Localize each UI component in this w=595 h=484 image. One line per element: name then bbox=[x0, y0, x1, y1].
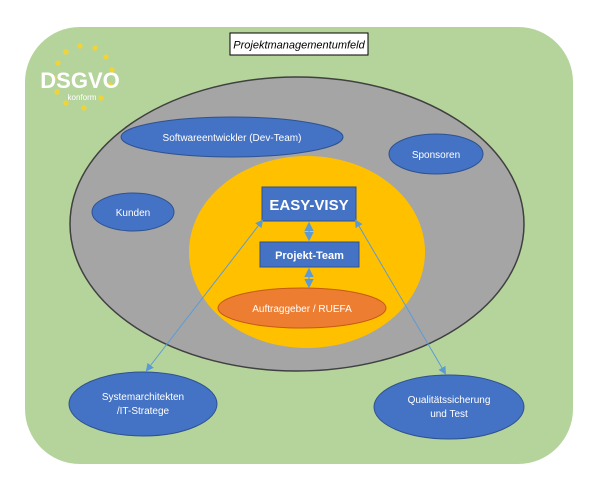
kunden-label: Kunden bbox=[116, 208, 150, 219]
badge-main-text: DSGVO bbox=[40, 68, 119, 93]
qualitaetssicherung-label-line2: und Test bbox=[430, 409, 468, 420]
qualitaetssicherung-node bbox=[373, 374, 525, 440]
connector-easyvisy-systemarchitekten bbox=[145, 219, 264, 372]
dev-team-label: Softwareentwickler (Dev-Team) bbox=[163, 133, 302, 144]
systemarchitekten-label-line1: Systemarchitekten bbox=[102, 392, 184, 403]
auftraggeber-label: Auftraggeber / RUEFA bbox=[252, 304, 352, 315]
title-box bbox=[229, 32, 369, 56]
badge-sub-text: konform bbox=[68, 93, 97, 102]
connector-easyvisy-qualitaetssicherung bbox=[354, 219, 447, 375]
sponsoren-node bbox=[388, 133, 484, 175]
easy-visy-node bbox=[261, 186, 357, 222]
qualitaetssicherung-label-line1: Qualitätssicherung bbox=[408, 395, 491, 406]
systemarchitekten-label-line2: /IT-Stratege bbox=[117, 406, 170, 417]
sponsoren-label: Sponsoren bbox=[412, 150, 460, 161]
systemarchitekten-node bbox=[68, 371, 218, 437]
projekt-team-label: Projekt-Team bbox=[275, 250, 344, 262]
dsgvo-badge: DSGVO konform bbox=[40, 43, 120, 111]
diagram-title: Projektmanagementumfeld bbox=[233, 40, 365, 52]
easy-visy-label: EASY-VISY bbox=[269, 197, 348, 214]
star-ring-icon bbox=[51, 43, 115, 111]
dev-team-node bbox=[120, 116, 344, 158]
